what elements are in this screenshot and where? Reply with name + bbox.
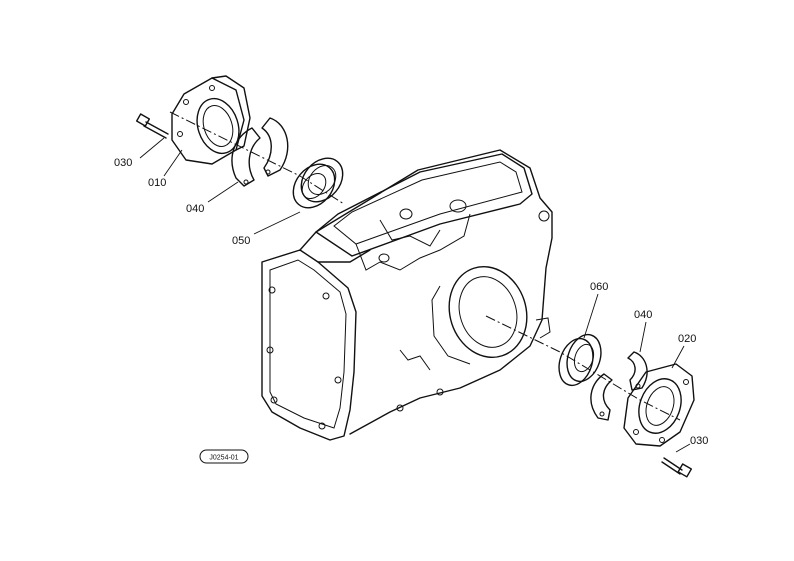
reference-code-text: J0254-01 [209,455,238,462]
label-060: 060 [590,281,608,293]
label-050: 050 [232,235,250,247]
part-010-bearing-holder-left [171,75,251,165]
label-040-left: 040 [186,203,204,215]
assembly-axis-lines [169,111,681,421]
label-040-right: 040 [634,309,652,321]
part-060-ball-bearing [558,333,602,387]
transmission-case [261,149,553,441]
part-030-bolt-right [661,457,693,478]
leader-lines [139,137,691,453]
part-030-bolt-left [135,113,169,139]
label-010: 010 [148,177,166,189]
label-030-right: 030 [690,435,708,447]
label-020: 020 [678,333,696,345]
part-020-bearing-holder-right [623,363,695,447]
part-040-shim-left [231,117,289,187]
reference-code-badge: J0254-01 [199,449,249,464]
part-050-ball-bearing [292,157,344,209]
label-030-left: 030 [114,157,132,169]
